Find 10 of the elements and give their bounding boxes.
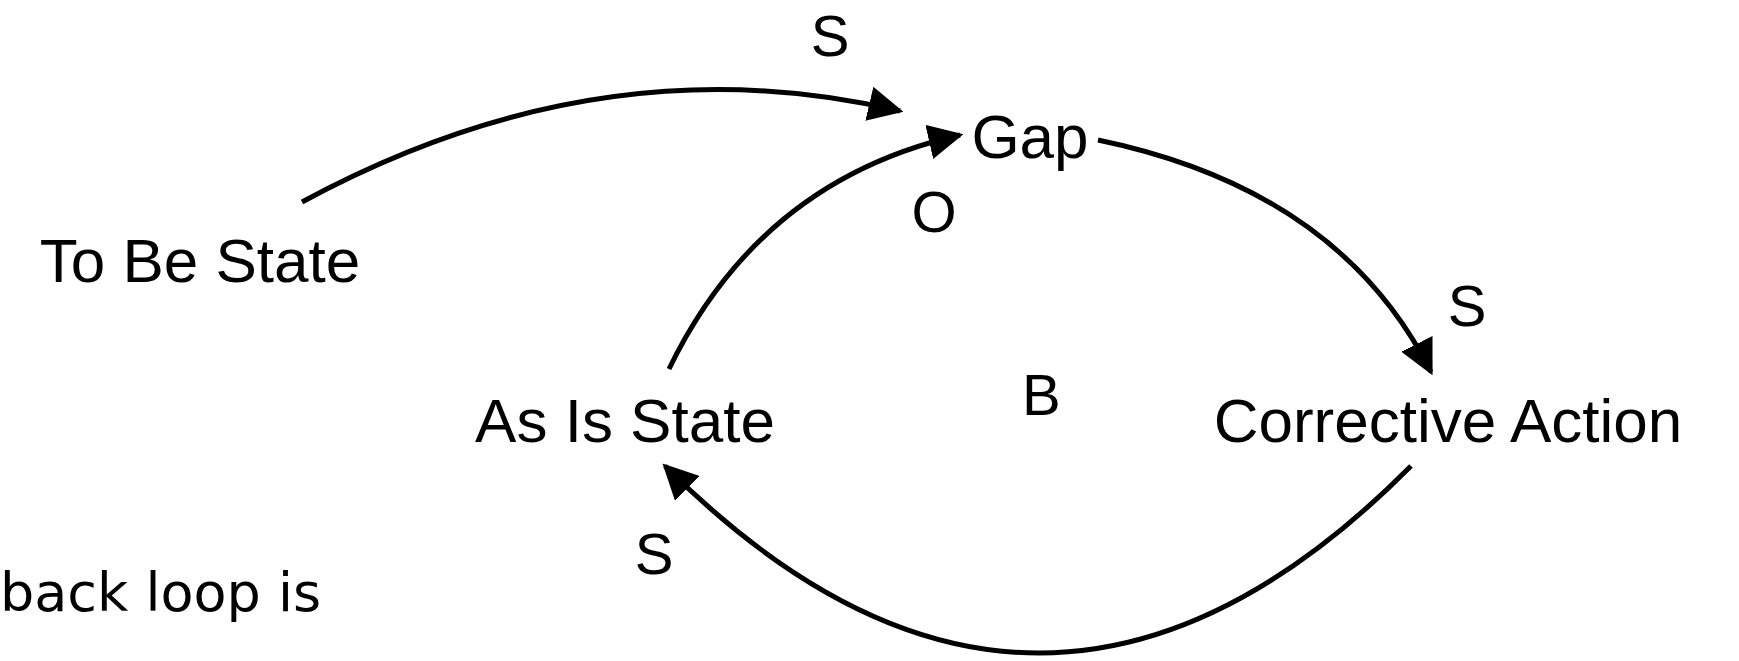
node-label: As Is State [455, 386, 795, 456]
arrow [300, 87, 904, 205]
arrow [662, 463, 1413, 656]
note-text: back loop is [0, 566, 322, 620]
node-label: Corrective Action [1183, 386, 1713, 456]
node-label: To Be State [18, 226, 382, 296]
arrow [1097, 137, 1434, 376]
loop-marker: B [1022, 366, 1061, 424]
arrow [666, 126, 964, 371]
node-label: Gap [962, 102, 1098, 172]
